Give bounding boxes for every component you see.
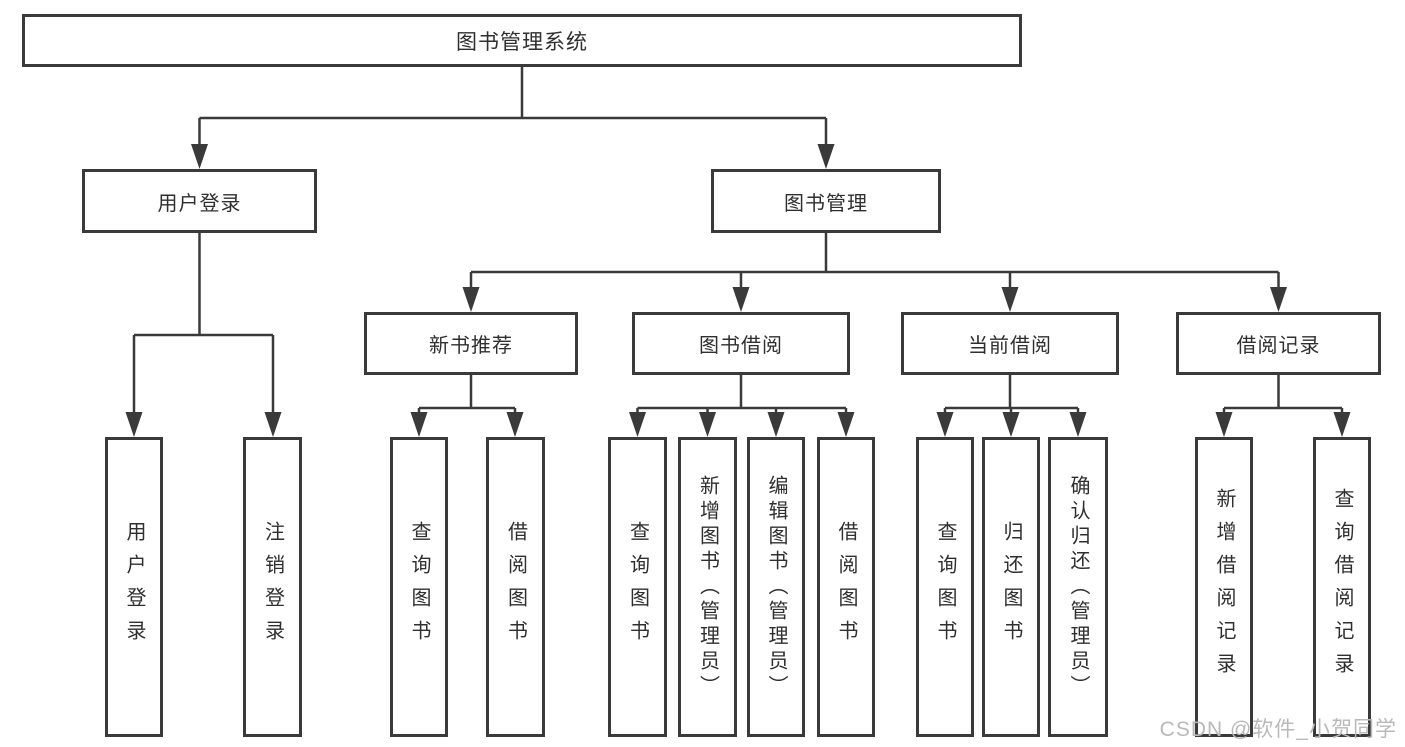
- node-user-login-label: 用户登录: [157, 192, 242, 215]
- leaf-logout: 注销登录: [243, 437, 302, 737]
- leaf-borrow-edit-books-admin-label: 编辑图书（管理员）: [765, 474, 787, 700]
- leaf-recommend-query-books-label: 查询图书: [408, 521, 430, 653]
- node-book-management: 图书管理: [711, 169, 941, 233]
- leaf-records-query-record-label: 查询借阅记录: [1331, 488, 1353, 686]
- node-library-system: 图书管理系统: [22, 14, 1022, 67]
- node-borrowing-records-label: 借阅记录: [1236, 335, 1321, 357]
- leaf-current-query-books-label: 查询图书: [934, 521, 956, 653]
- node-new-book-recommendation-label: 新书推荐: [429, 335, 513, 357]
- node-current-borrowing: 当前借阅: [901, 312, 1119, 375]
- node-user-login: 用户登录: [82, 169, 317, 233]
- leaf-recommend-borrow-books-label: 借阅图书: [504, 521, 527, 653]
- leaf-user-login-label: 用户登录: [123, 521, 145, 653]
- watermark-text: CSDN @软件_小贺同学: [1159, 718, 1397, 741]
- node-borrowing-records: 借阅记录: [1176, 312, 1381, 375]
- leaf-records-add-record: 新增借阅记录: [1195, 437, 1253, 737]
- leaf-recommend-borrow-books: 借阅图书: [486, 437, 545, 737]
- leaf-current-confirm-return-admin: 确认归还（管理员）: [1048, 437, 1108, 737]
- leaf-user-login: 用户登录: [105, 437, 163, 737]
- leaf-current-query-books: 查询图书: [916, 437, 974, 737]
- leaf-borrow-query-books-label: 查询图书: [626, 521, 649, 653]
- leaf-borrow-add-books-admin-label: 新增图书（管理员）: [696, 474, 719, 700]
- leaf-recommend-query-books: 查询图书: [390, 437, 448, 737]
- node-current-borrowing-label: 当前借阅: [968, 335, 1052, 357]
- node-library-system-label: 图书管理系统: [456, 30, 588, 54]
- leaf-current-confirm-return-admin-label: 确认归还（管理员）: [1067, 474, 1089, 700]
- node-new-book-recommendation: 新书推荐: [364, 312, 578, 375]
- leaf-borrow-borrow-books-label: 借阅图书: [835, 521, 857, 653]
- node-book-borrowing: 图书借阅: [632, 312, 850, 375]
- leaf-records-add-record-label: 新增借阅记录: [1213, 488, 1235, 686]
- leaf-borrow-edit-books-admin: 编辑图书（管理员）: [747, 437, 805, 737]
- leaf-current-return-books-label: 归还图书: [1000, 521, 1022, 653]
- leaf-borrow-query-books: 查询图书: [608, 437, 667, 737]
- leaf-records-query-record: 查询借阅记录: [1313, 437, 1371, 737]
- leaf-borrow-add-books-admin: 新增图书（管理员）: [678, 437, 737, 737]
- leaf-current-return-books: 归还图书: [982, 437, 1040, 737]
- node-book-management-label: 图书管理: [784, 192, 868, 215]
- node-book-borrowing-label: 图书借阅: [699, 335, 783, 357]
- leaf-logout-label: 注销登录: [261, 521, 284, 653]
- leaf-borrow-borrow-books: 借阅图书: [817, 437, 875, 737]
